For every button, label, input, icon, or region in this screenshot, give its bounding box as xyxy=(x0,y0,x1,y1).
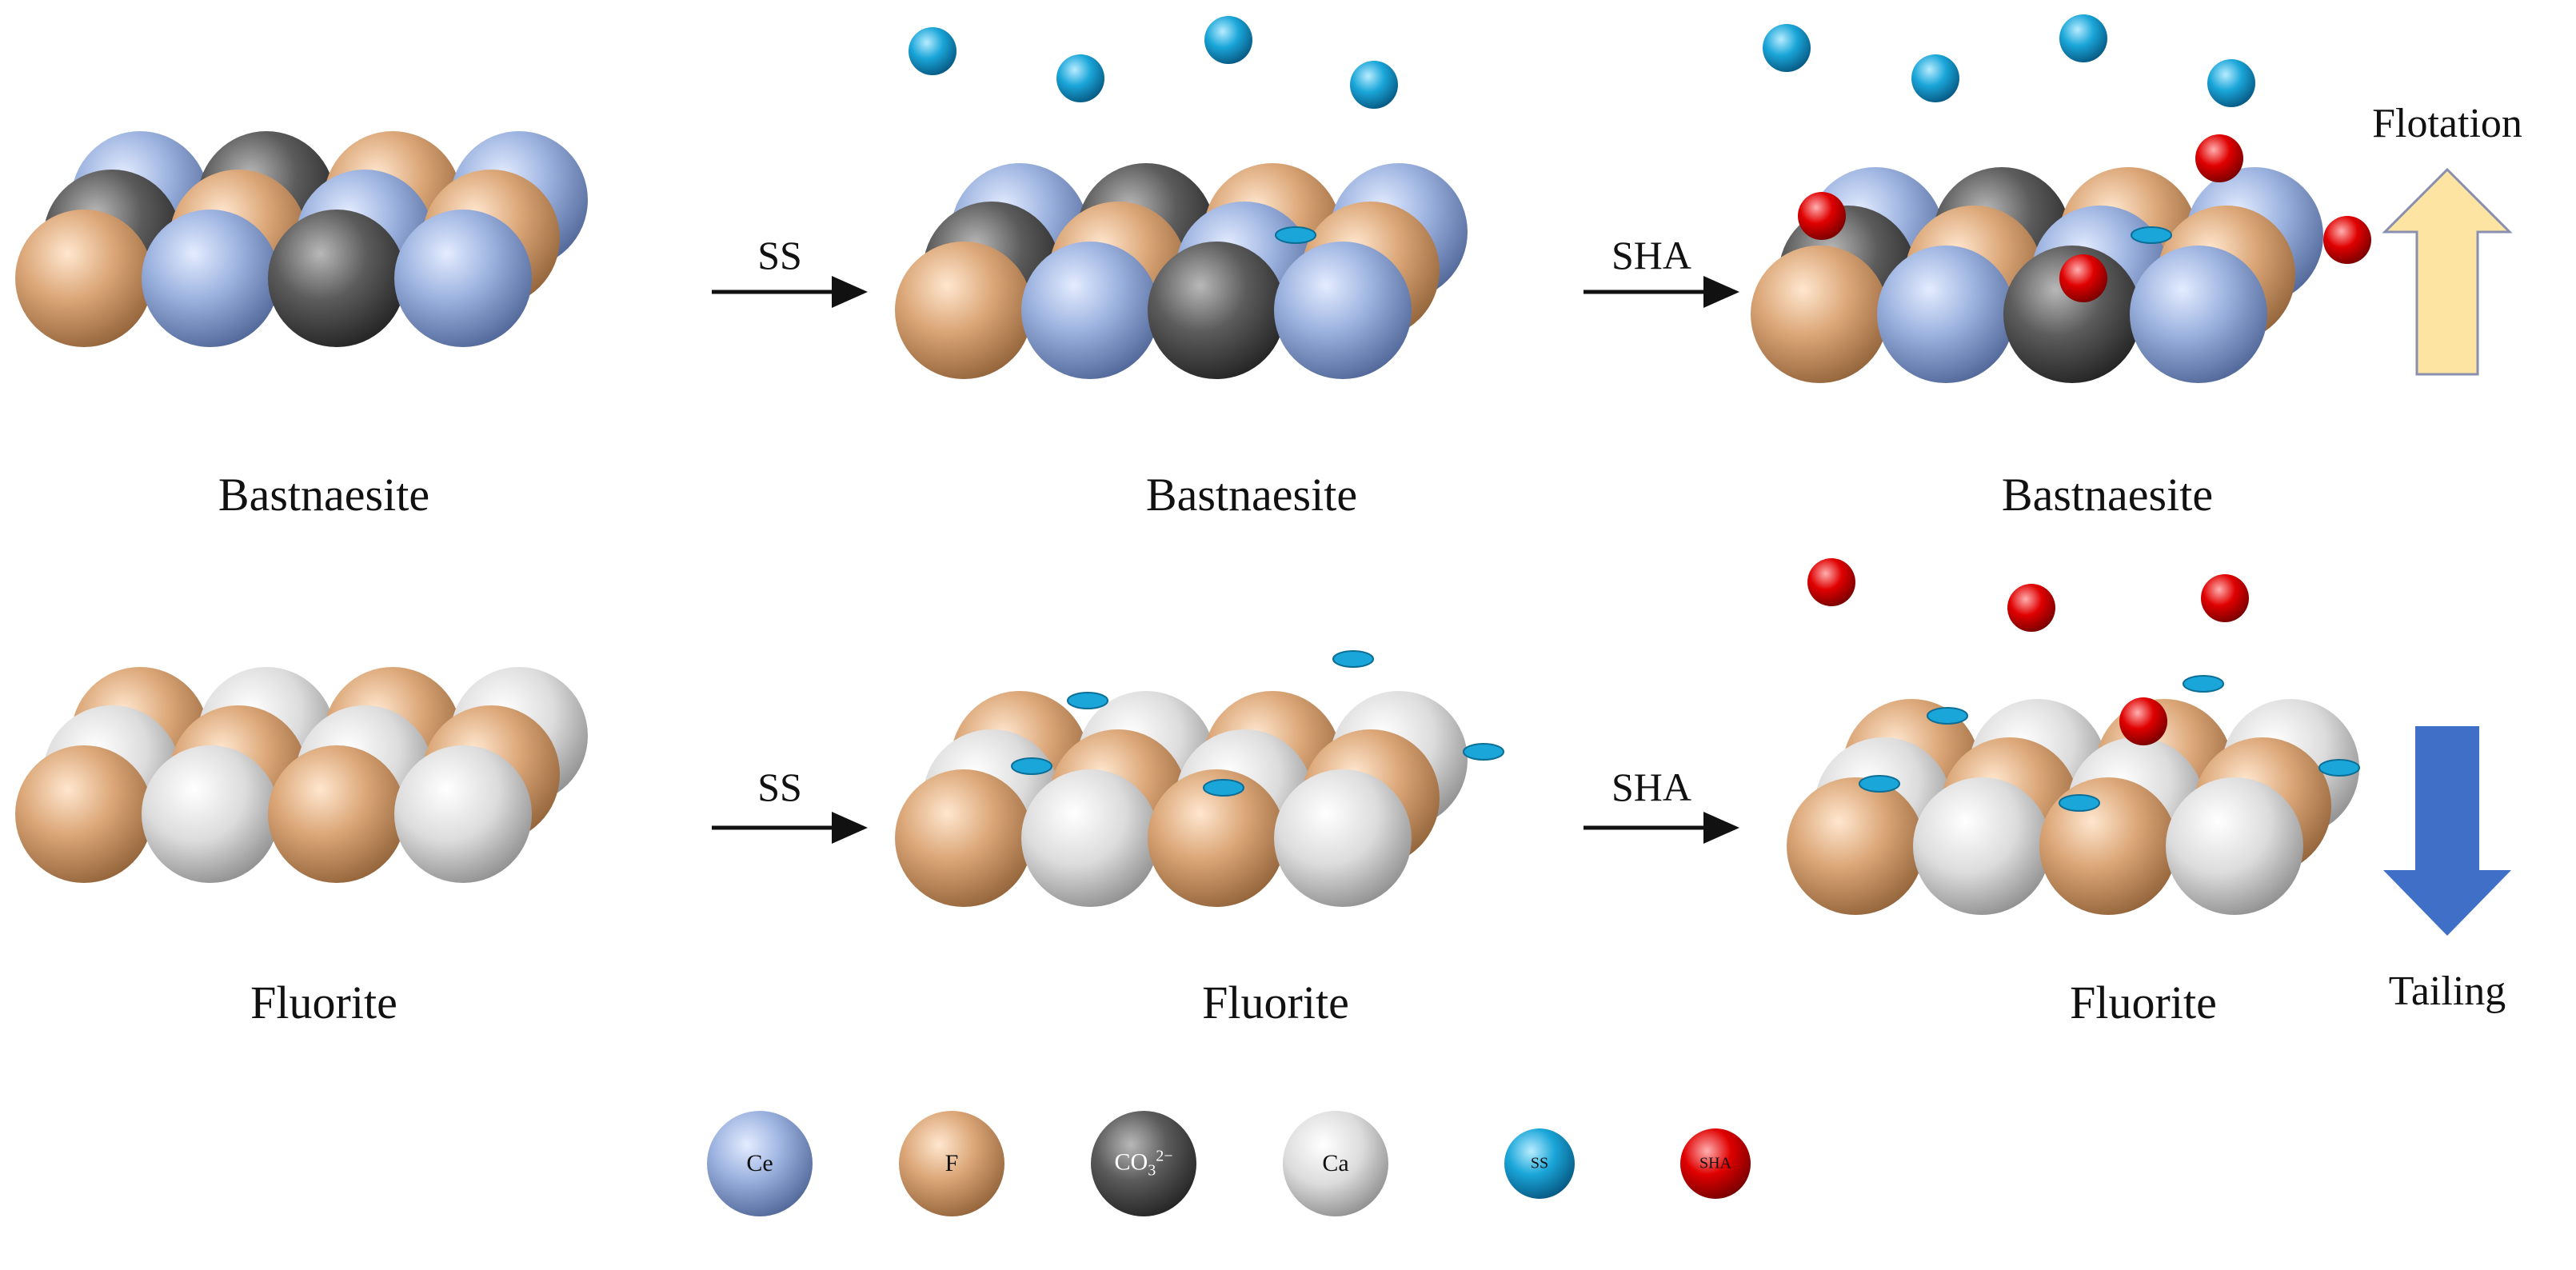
flu-2-sphere-f xyxy=(1148,769,1285,907)
bast-3-sphere-f xyxy=(1751,246,1888,383)
adsorbed-ss-disc xyxy=(2059,794,2100,812)
adsorbed-ss-disc xyxy=(1067,692,1108,709)
label-fluorite-3: Fluorite xyxy=(2070,976,2217,1028)
adsorbed-ss-disc xyxy=(1859,775,1900,793)
step-label-sha-top: SHA xyxy=(1611,233,1692,278)
free-ss-particle xyxy=(1763,24,1811,72)
bast-3-sphere-ce xyxy=(1877,246,2015,383)
bast-2-sphere-ce xyxy=(1274,242,1412,379)
free-ss-particle xyxy=(1056,54,1104,102)
flu-1-sphere-f xyxy=(15,745,153,883)
label-tailing: Tailing xyxy=(2388,968,2506,1014)
label-bastnaesite-1: Bastnaesite xyxy=(218,469,430,521)
legend-sphere-f xyxy=(899,1111,1004,1216)
flu-1-sphere-ca xyxy=(142,745,279,883)
adsorbed-ss-disc xyxy=(2131,226,2172,244)
bast-1-sphere-f xyxy=(15,210,153,347)
free-sha-particle xyxy=(2007,584,2055,632)
adsorbed-sha-particle xyxy=(2119,697,2167,745)
step-label-ss-top: SS xyxy=(757,233,802,278)
free-ss-particle xyxy=(2207,59,2255,107)
adsorbed-sha-particle xyxy=(2059,254,2107,302)
bast-2-sphere-f xyxy=(895,242,1032,379)
adsorbed-sha-particle xyxy=(2323,216,2371,264)
flu-3-sphere-f xyxy=(1787,777,1924,915)
label-bastnaesite-3: Bastnaesite xyxy=(2001,469,2214,521)
adsorbed-sha-particle xyxy=(1798,192,1846,240)
legend-co3-base: CO xyxy=(1114,1148,1148,1176)
adsorbed-ss-disc xyxy=(2318,759,2360,777)
label-fluorite-1: Fluorite xyxy=(250,976,397,1028)
adsorbed-ss-disc xyxy=(1927,707,1968,725)
legend-sphere-ss xyxy=(1504,1128,1575,1199)
legend-co3-sub: 3 xyxy=(1148,1161,1156,1180)
legend-label-ca: Ca xyxy=(1322,1150,1349,1176)
bast-1-sphere-co3 xyxy=(268,210,405,347)
free-ss-particle xyxy=(909,27,957,75)
legend-sphere-sha xyxy=(1680,1128,1751,1199)
flu-3-sphere-ca xyxy=(1913,777,2051,915)
step-label-sha-bottom: SHA xyxy=(1611,765,1692,809)
adsorbed-ss-disc xyxy=(2183,675,2224,693)
adsorbed-sha-particle xyxy=(2195,134,2243,182)
bast-2-sphere-co3 xyxy=(1148,242,1285,379)
free-ss-particle xyxy=(1911,54,1959,102)
adsorbed-ss-disc xyxy=(1332,650,1374,668)
free-ss-particle xyxy=(1350,61,1398,109)
label-bastnaesite-2: Bastnaesite xyxy=(1145,469,1358,521)
flu-3-sphere-ca xyxy=(2166,777,2303,915)
legend-label-ce: Ce xyxy=(746,1150,773,1176)
flu-1-sphere-ca xyxy=(394,745,532,883)
adsorbed-ss-disc xyxy=(1463,743,1504,761)
label-fluorite-2: Fluorite xyxy=(1202,976,1349,1028)
adsorbed-ss-disc xyxy=(1275,226,1316,244)
adsorbed-ss-disc xyxy=(1011,757,1052,775)
free-sha-particle xyxy=(2201,574,2249,622)
free-sha-particle xyxy=(1807,558,1855,606)
free-ss-particle xyxy=(1204,16,1252,64)
legend-sphere-ca xyxy=(1283,1111,1388,1216)
legend-label-f: F xyxy=(945,1150,959,1176)
legend-sphere-ce xyxy=(707,1111,813,1216)
legend-label-sha: SHA xyxy=(1699,1154,1732,1172)
bast-3-sphere-ce xyxy=(2130,246,2267,383)
bast-2-sphere-ce xyxy=(1021,242,1159,379)
label-flotation: Flotation xyxy=(2372,101,2522,146)
adsorbed-ss-disc xyxy=(1203,779,1244,797)
flotation-up-arrow xyxy=(2382,167,2513,376)
flu-3-sphere-f xyxy=(2039,777,2177,915)
tailing-down-arrow xyxy=(2383,726,2511,936)
legend-co3-sup: 2− xyxy=(1156,1147,1173,1165)
free-ss-particle xyxy=(2059,14,2107,62)
legend-label-ss: SS xyxy=(1530,1154,1549,1172)
flu-2-sphere-ca xyxy=(1274,769,1412,907)
flu-2-sphere-f xyxy=(895,769,1032,907)
legend-label-co3: CO32− xyxy=(1115,1148,1173,1180)
legend-sphere-co3 xyxy=(1091,1111,1196,1216)
bast-1-sphere-ce xyxy=(394,210,532,347)
flu-1-sphere-f xyxy=(268,745,405,883)
bast-1-sphere-ce xyxy=(142,210,279,347)
step-label-ss-bottom: SS xyxy=(757,765,802,809)
flu-2-sphere-ca xyxy=(1021,769,1159,907)
